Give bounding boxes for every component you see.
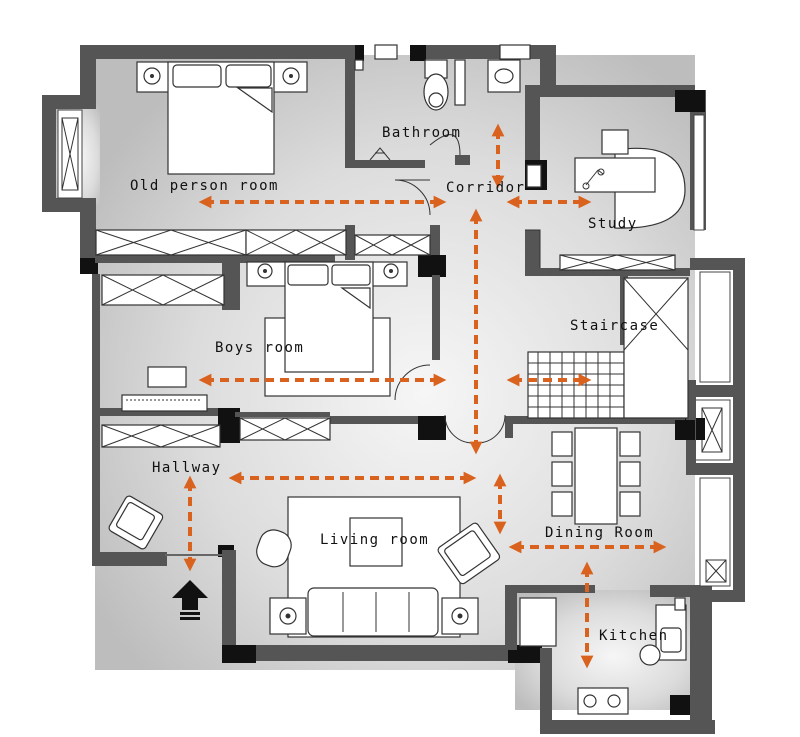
kitchen-fixtures [519, 597, 687, 715]
furniture [95, 44, 689, 715]
dining-furniture [551, 427, 641, 525]
study-furniture [559, 129, 686, 271]
label-boys-room: Boys room [215, 340, 304, 356]
bathroom-fixtures [354, 44, 542, 188]
label-corridor: Corridor [446, 180, 525, 196]
wardrobe-upper [95, 229, 431, 256]
label-kitchen: Kitchen [599, 628, 669, 644]
wardrobe-lower [101, 417, 331, 448]
label-study: Study [588, 216, 638, 232]
label-bathroom: Bathroom [382, 125, 461, 141]
label-living-room: Living room [320, 532, 429, 548]
label-old-person-room: Old person room [130, 178, 279, 194]
circulation-arrows [183, 123, 667, 669]
old-room-bed [136, 61, 308, 175]
label-staircase: Staircase [570, 318, 659, 334]
label-hallway: Hallway [152, 460, 222, 476]
entrance-arrow-icon [172, 580, 208, 620]
room-labels: Old person room Bathroom Corridor Study … [130, 125, 669, 644]
living-room-furniture [108, 495, 501, 638]
label-dining-room: Dining Room [545, 525, 654, 541]
